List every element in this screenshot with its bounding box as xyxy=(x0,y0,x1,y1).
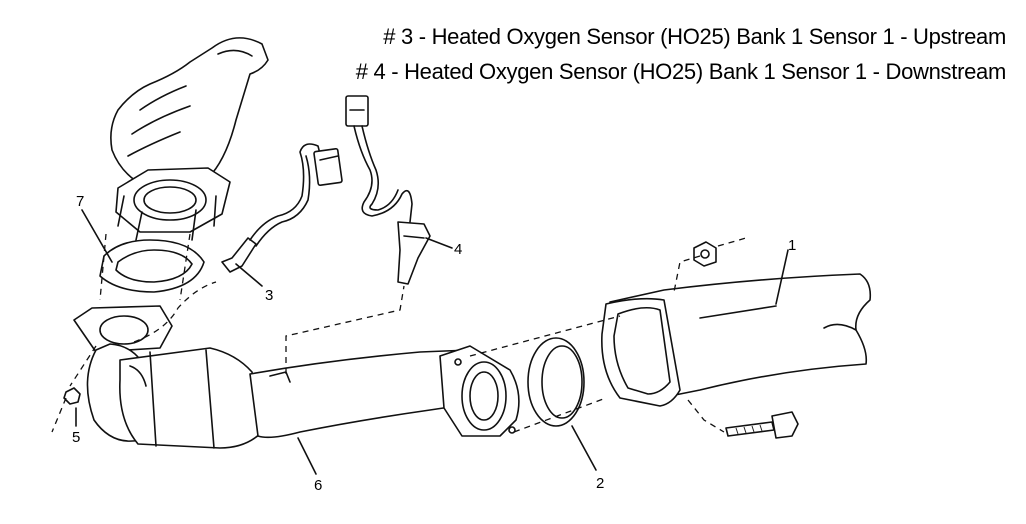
leader-lines xyxy=(51,209,789,475)
gasket xyxy=(99,239,205,293)
flange-bolt xyxy=(725,411,799,439)
exhaust-pipe xyxy=(249,349,471,439)
callout-6: 6 xyxy=(314,477,322,494)
callout-5: 5 xyxy=(72,429,80,446)
caption-sensor-4: # 4 - Heated Oxygen Sensor (HO25) Bank 1… xyxy=(355,59,1007,84)
callout-4: 4 xyxy=(454,241,462,258)
callout-2: 2 xyxy=(596,475,604,492)
oxygen-sensor-upstream xyxy=(221,143,343,273)
oxygen-sensor-downstream xyxy=(345,95,431,285)
muffler xyxy=(601,273,872,407)
flange-nut xyxy=(693,241,717,267)
exhaust-manifold xyxy=(110,37,269,241)
small-nut xyxy=(63,387,81,405)
catalytic-converter xyxy=(73,305,263,449)
callout-7: 7 xyxy=(76,193,84,210)
callout-1: 1 xyxy=(788,237,796,254)
caption-sensor-3: # 3 - Heated Oxygen Sensor (HO25) Bank 1… xyxy=(383,24,1006,49)
pipe-flange xyxy=(439,345,520,437)
seal-ring xyxy=(527,337,585,427)
callout-3: 3 xyxy=(265,287,273,304)
